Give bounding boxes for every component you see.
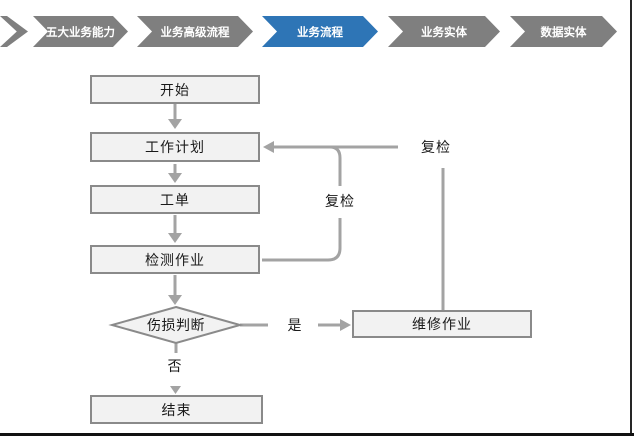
node-label: 结束 — [161, 402, 192, 419]
step-label: 业务高级流程 — [160, 24, 230, 39]
arrowhead-into-workplan-right — [263, 141, 274, 153]
edge-label-no: 否 — [161, 356, 189, 376]
node-label: 检测作业 — [145, 252, 205, 269]
node-damage-decision: 伤损判断 — [112, 307, 240, 343]
node-work-plan: 工作计划 — [90, 132, 260, 162]
arrowhead-into-workplan-top — [168, 119, 182, 129]
edge-recheck-inner-upper — [329, 145, 342, 186]
node-label: 工单 — [160, 192, 190, 209]
edge-label-recheck-inner: 复检 — [312, 191, 368, 211]
page-border-right — [630, 0, 632, 434]
edge-recheck-inner-lower — [262, 218, 342, 262]
node-end: 结束 — [90, 395, 263, 424]
node-start: 开始 — [90, 75, 260, 104]
node-label: 维修作业 — [412, 317, 472, 333]
node-label: 伤损判断 — [147, 318, 205, 334]
step-business-capabilities: 五大业务能力 — [33, 16, 128, 47]
arrowhead-into-workorder — [168, 173, 182, 183]
arrowhead-into-end — [170, 386, 181, 394]
node-work-order: 工单 — [90, 185, 260, 214]
step-data-entity: 数据实体 — [510, 16, 617, 47]
step-label: 数据实体 — [540, 24, 587, 39]
arrowhead-into-inspection — [168, 233, 182, 243]
step-business-entity: 业务实体 — [388, 16, 500, 47]
node-label: 开始 — [160, 82, 190, 99]
step-label: 业务流程 — [297, 24, 343, 39]
page-border-bottom — [0, 433, 634, 436]
arrowhead-into-decision — [168, 295, 182, 305]
node-inspection: 检测作业 — [90, 245, 260, 274]
step-business-process: 业务流程 — [262, 16, 378, 47]
step-label: 业务实体 — [421, 24, 467, 39]
damage-decision-diamond — [108, 305, 244, 345]
node-label: 工作计划 — [145, 140, 205, 156]
step-label: 五大业务能力 — [46, 24, 115, 39]
edge-label-yes: 是 — [281, 315, 309, 335]
arrowhead-into-repair — [340, 319, 351, 331]
node-repair: 维修作业 — [352, 310, 532, 338]
step-advanced-process: 业务高级流程 — [137, 16, 253, 47]
edge-label-recheck-outer: 复检 — [408, 137, 464, 157]
